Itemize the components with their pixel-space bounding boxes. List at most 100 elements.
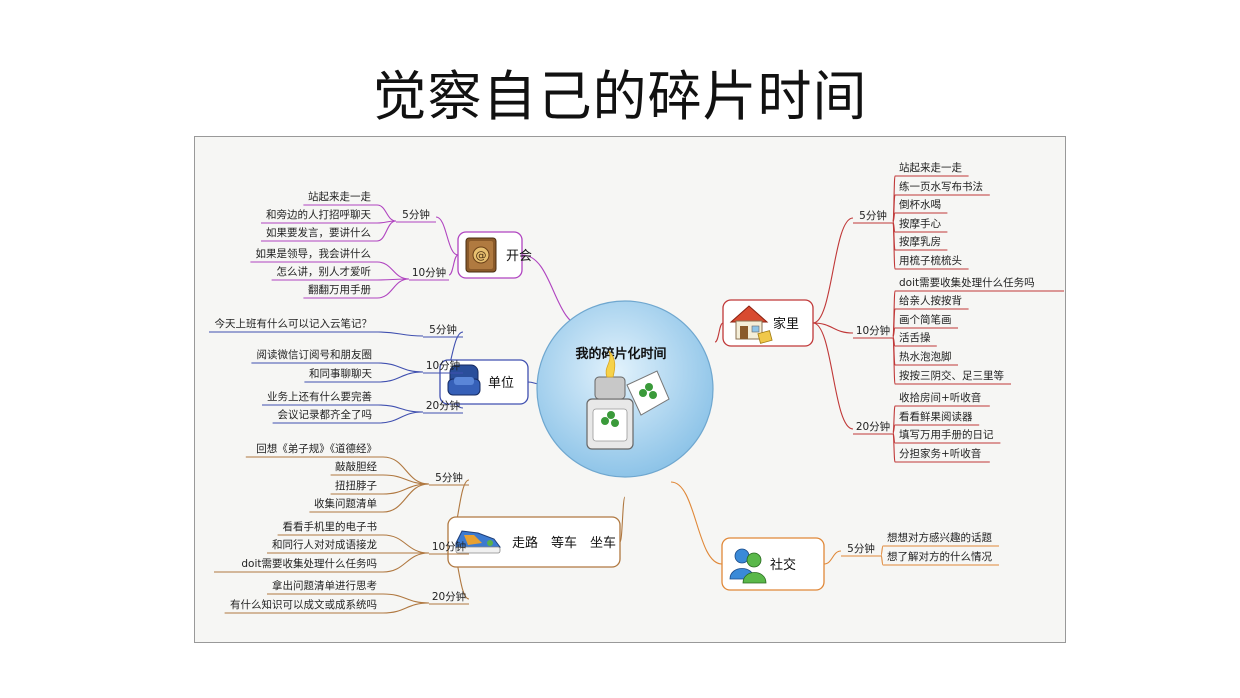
leaf-item: 想了解对方的什么情况 — [887, 550, 992, 563]
mind-map-canvas: 我的碎片化时间 @ 开会 5分钟 站起来走一走和旁边的人打招呼聊天如果要发言，要讲什么 1… — [194, 136, 1066, 643]
connector-line — [880, 545, 884, 556]
connector-line — [435, 216, 459, 256]
leaf-item: doit需要收集处理什么任务吗 — [241, 557, 377, 570]
leaf-item: 业务上还有什么要完善 — [267, 390, 372, 403]
branch-label-office: 单位 — [488, 376, 514, 391]
leaf-item: 看看鲜果阅读器 — [899, 410, 973, 423]
leaf-item: 扭扭脖子 — [335, 479, 377, 492]
leaf-item: 活舌操 — [899, 331, 931, 344]
leaf-item: 想想对方感兴趣的话题 — [887, 531, 992, 544]
connector-line — [377, 371, 424, 383]
connector-line — [670, 481, 723, 565]
leaf-item: 今天上班有什么可以记入云笔记？ — [215, 317, 373, 330]
leaf-item: 怎么讲，别人才爱听 — [277, 265, 372, 278]
leaf-item: 热水泡泡脚 — [899, 350, 952, 363]
connector-line — [382, 534, 430, 554]
leaf-item: 如果是领导，我会讲什么 — [256, 247, 372, 260]
leaf-item: 站起来走一走 — [308, 190, 371, 203]
leaf-item: 翻翻万用手册 — [308, 283, 371, 296]
connector-line — [812, 322, 854, 334]
leaf-item: 按摩手心 — [899, 217, 941, 230]
central-topic-label: 我的碎片化时间 — [575, 346, 666, 362]
leaf-item: 和旁边的人打招呼聊天 — [266, 208, 371, 221]
leaf-item: 会议记录都齐全了吗 — [278, 408, 373, 421]
branch-node-commute — [447, 516, 621, 568]
leaf-item: 阅读微信订阅号和朋友圈 — [257, 348, 373, 361]
branch-office: 单位 5分钟 今天上班有什么可以记入云笔记？ 10分钟 阅读微信订阅号和朋友圈和同事聊聊… — [209, 317, 529, 424]
connector-line — [382, 552, 430, 573]
time-group: 10分钟doit需要收集处理什么任务吗给亲人按按背画个简笔画活舌操热水泡泡脚按按… — [853, 276, 1064, 385]
branch-label-meeting: 开会 — [506, 249, 532, 264]
time-group: 5分钟 今天上班有什么可以记入云笔记？ — [209, 317, 463, 338]
leaf-item: 拿出问题清单进行思考 — [272, 579, 377, 592]
leaf-item: 给亲人按按背 — [899, 294, 962, 307]
connector-line — [892, 221, 896, 270]
leaf-item: doit需要收集处理什么任务吗 — [899, 276, 1035, 289]
branch-commute: 走路 等车 坐车5分钟回想《弟子规》《道德经》敲敲胆经扭扭脖子收集问题清单10分… — [214, 442, 621, 614]
time-group-label: 20分钟 — [856, 420, 890, 433]
time-group-label: 10分钟 — [856, 324, 890, 337]
central-topic: 我的碎片化时间 — [536, 300, 714, 478]
connector-line — [377, 362, 424, 373]
connector-line — [812, 217, 854, 324]
leaf-item: 填写万用手册的日记 — [899, 428, 994, 441]
house-icon — [729, 305, 773, 344]
branch-label-home: 家里 — [773, 316, 799, 332]
leaf-item: 有什么知识可以成文或成系统吗 — [230, 598, 377, 611]
time-group-label: 10分钟 — [426, 359, 460, 372]
time-group-label: 20分钟 — [432, 590, 466, 603]
time-group-label: 5分钟 — [847, 542, 875, 555]
leaf-item: 如果要发言，要讲什么 — [266, 226, 371, 239]
connector-line — [382, 593, 430, 604]
time-group-label: 10分钟 — [412, 266, 446, 279]
connector-line — [812, 322, 854, 430]
time-group-label: 5分钟 — [402, 208, 430, 221]
leaf-item: 回想《弟子规》《道德经》 — [256, 442, 377, 455]
time-group-label: 20分钟 — [426, 399, 460, 412]
address-book-icon: @ — [465, 237, 497, 273]
connector-line — [823, 550, 842, 565]
connector-line — [382, 483, 430, 513]
clover-lighter-icon — [586, 350, 670, 450]
leaf-item: 分担家务+听收音 — [899, 447, 981, 460]
leaf-item: 收拾房间+听收音 — [899, 391, 981, 404]
connector-line — [892, 432, 896, 463]
leaf-item: 和同事聊聊天 — [309, 367, 372, 380]
connector-line — [619, 496, 626, 543]
branch-label-commute: 走路 等车 坐车 — [512, 535, 616, 551]
connector-line — [377, 404, 424, 413]
slide-title: 觉察自己的碎片时间 — [372, 65, 868, 128]
leaf-item: 站起来走一走 — [899, 161, 962, 174]
connector-line — [714, 322, 724, 343]
connector-line — [382, 602, 430, 614]
leaf-item: 按摩乳房 — [899, 235, 941, 248]
leaf-item: 练一页水写布书法 — [899, 180, 983, 193]
svg-text:@: @ — [476, 249, 487, 262]
branch-home: 家里5分钟站起来走一走练一页水写布书法倒杯水喝按摩手心按摩乳房用梳子梳梳头10分… — [722, 161, 1064, 463]
connector-line — [376, 278, 410, 299]
armchair-icon — [447, 364, 481, 396]
time-group-label: 5分钟 — [429, 323, 457, 336]
connector-line — [376, 261, 410, 280]
leaf-item: 按按三阴交、足三里等 — [899, 369, 1004, 382]
connector-line — [377, 331, 424, 337]
leaf-item: 用梳子梳梳头 — [899, 254, 962, 267]
sneaker-icon — [455, 530, 501, 554]
connector-line — [376, 220, 397, 242]
connector-line — [880, 554, 884, 566]
connector-line — [892, 336, 896, 385]
messenger-people-icon — [729, 548, 767, 584]
branch-label-social: 社交 — [770, 557, 796, 573]
leaf-item: 和同行人对对成语接龙 — [272, 538, 377, 551]
connector-line — [377, 411, 424, 424]
